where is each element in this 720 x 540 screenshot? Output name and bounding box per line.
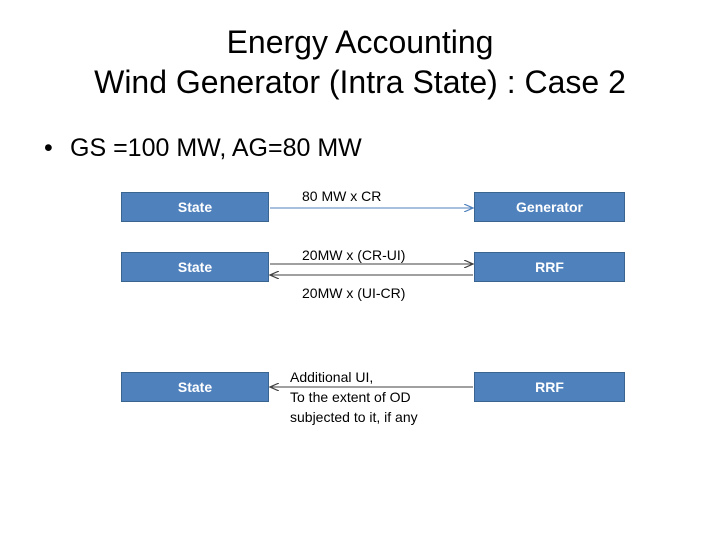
bullet-dot-icon: • <box>44 134 53 162</box>
slide-title: Energy Accounting Wind Generator (Intra … <box>0 22 720 102</box>
rrf-box-row3: RRF <box>474 372 625 402</box>
label-additional-ui-line1: Additional UI, <box>290 369 374 385</box>
state-box-row1: State <box>121 192 269 222</box>
rrf-box-row2: RRF <box>474 252 625 282</box>
label-20mw-cr-ui: 20MW x (CR-UI) <box>302 247 406 263</box>
state-box-row3: State <box>121 372 269 402</box>
label-additional-ui-line2: To the extent of OD <box>290 389 411 405</box>
generator-box: Generator <box>474 192 625 222</box>
state-box-row2: State <box>121 252 269 282</box>
label-additional-ui-line3: subjected to it, if any <box>290 409 418 425</box>
label-20mw-ui-cr: 20MW x (UI-CR) <box>302 285 406 301</box>
label-80mw-cr: 80 MW x CR <box>302 188 382 204</box>
bullet-text: GS =100 MW, AG=80 MW <box>70 134 362 162</box>
title-line-2: Wind Generator (Intra State) : Case 2 <box>94 64 626 100</box>
title-line-1: Energy Accounting <box>226 24 494 60</box>
bullet-item: • GS =100 MW, AG=80 MW <box>44 132 362 164</box>
